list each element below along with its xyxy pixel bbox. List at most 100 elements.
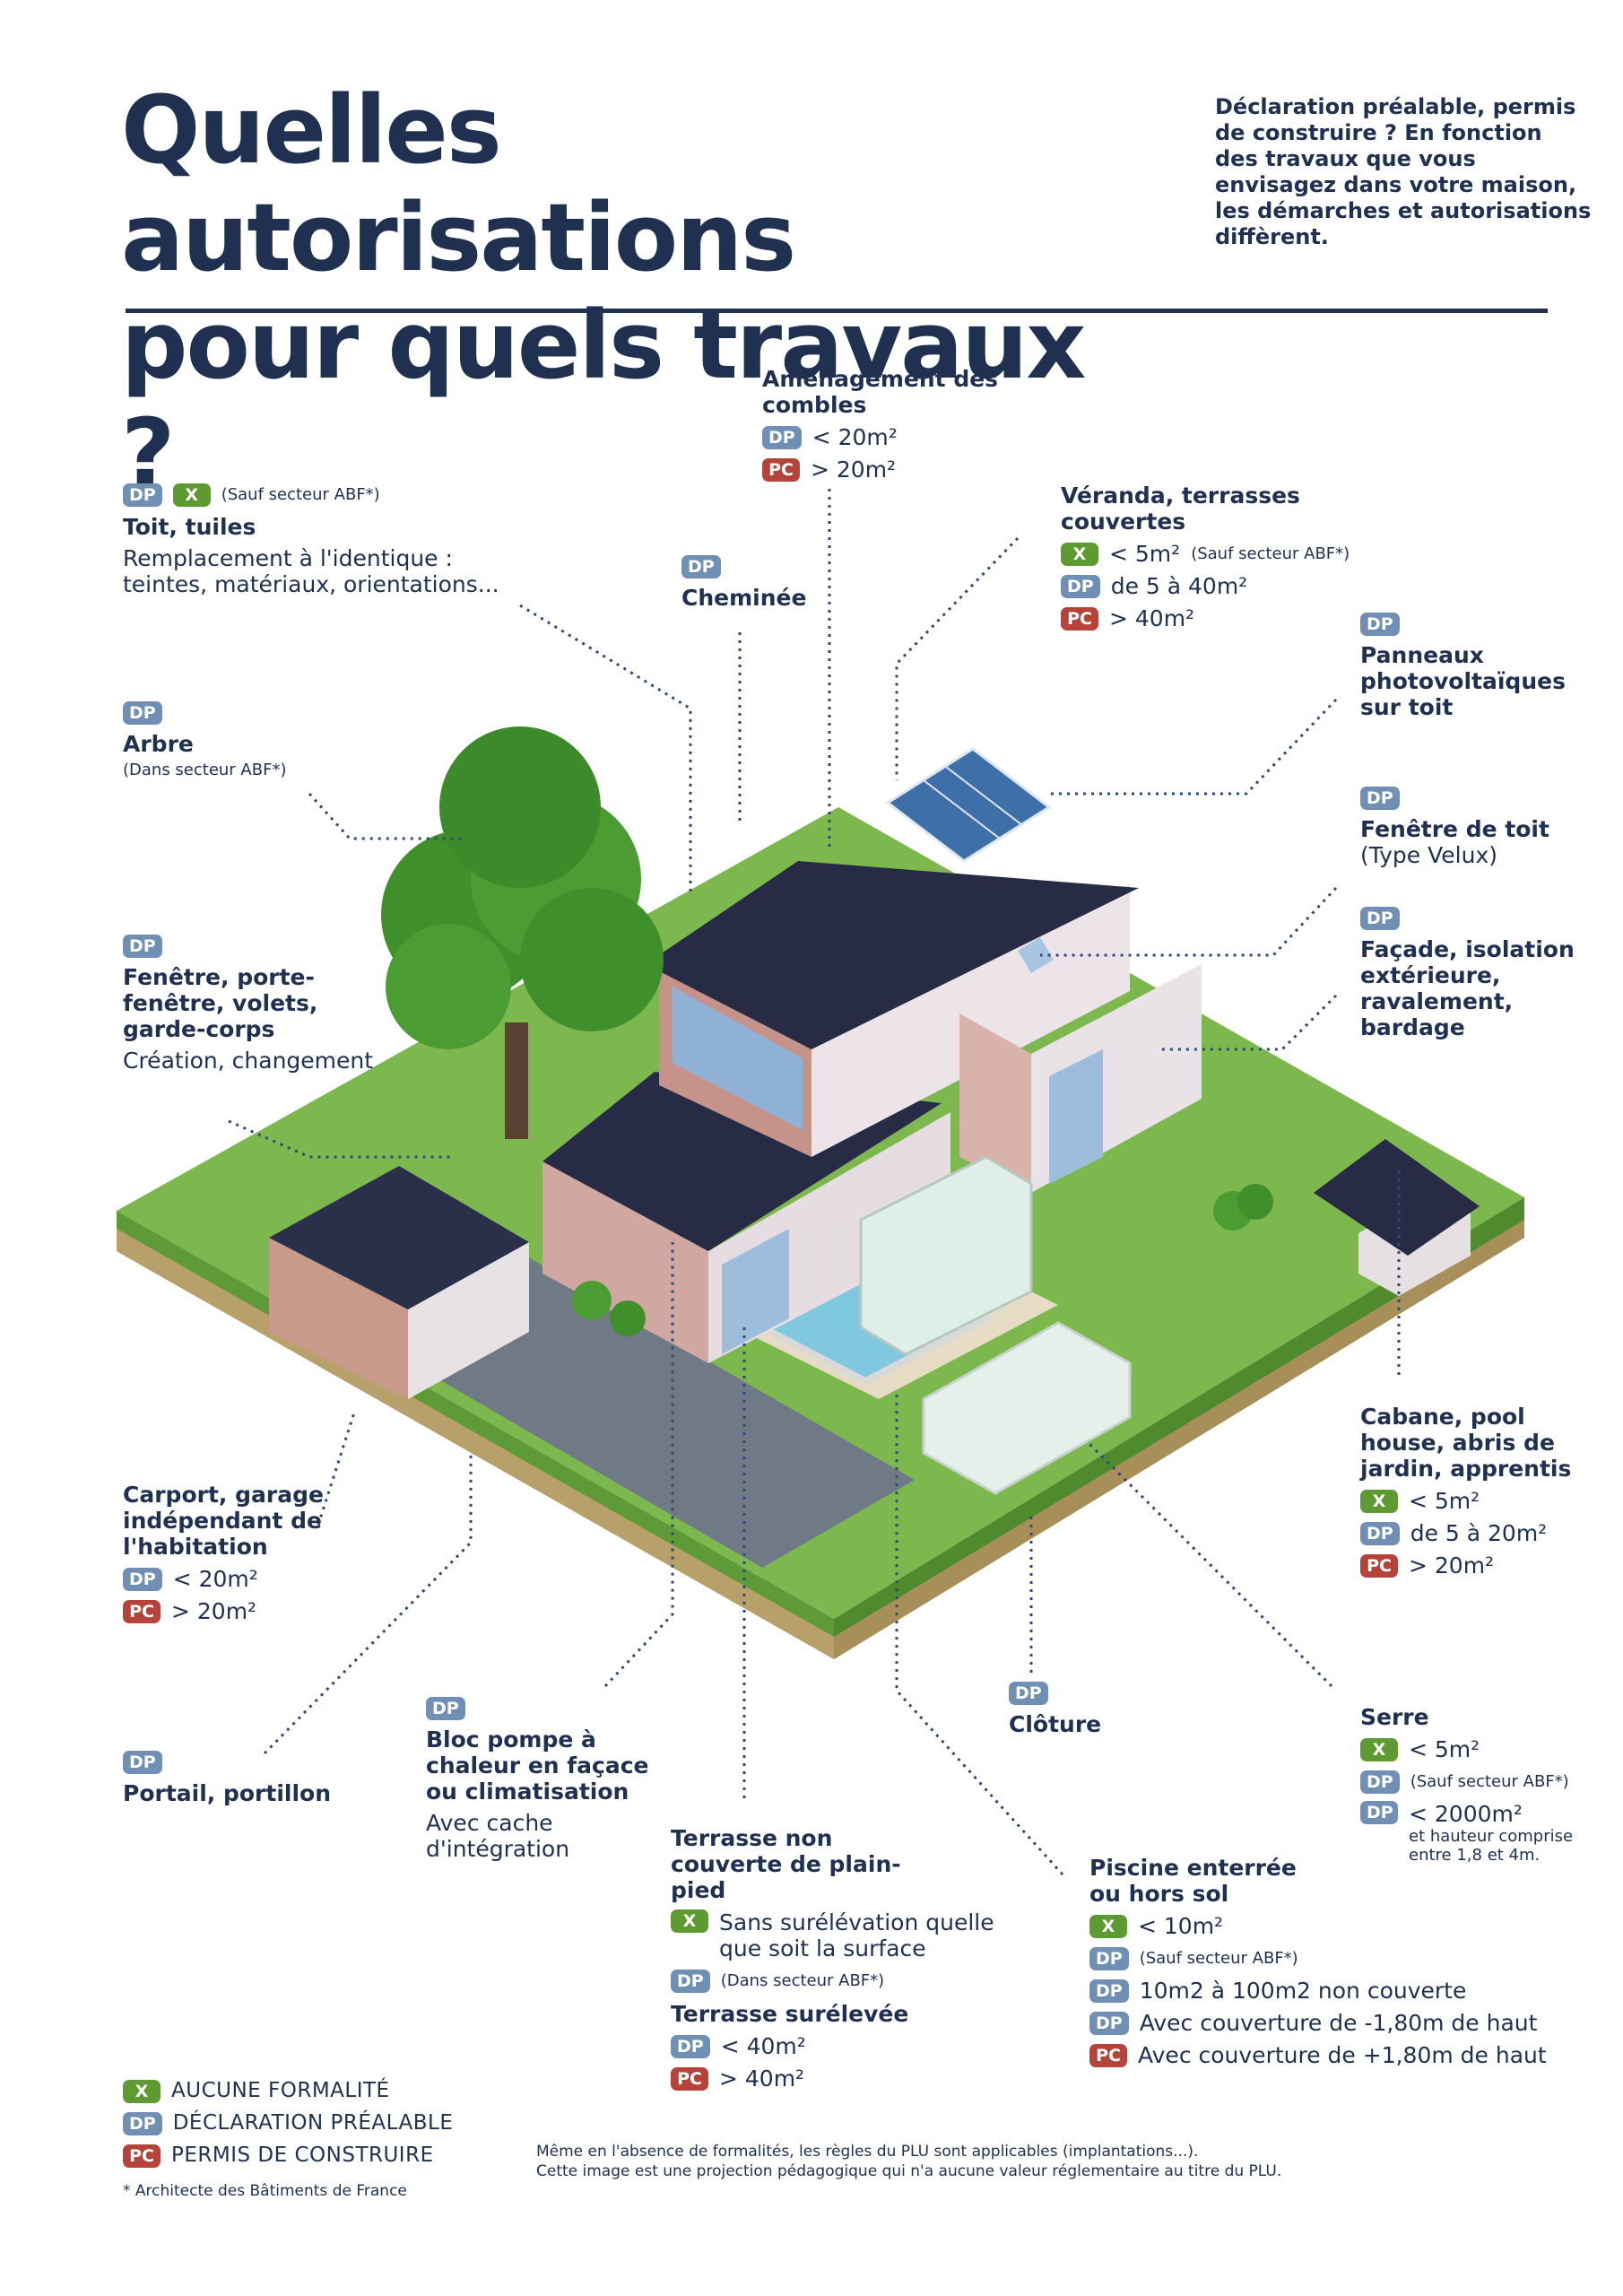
block-fenetre: DP Fenêtre, porte-fenêtre, volets, garde…	[123, 928, 383, 1074]
leader-lines	[228, 489, 1401, 1876]
combles-pc-rule: > 20m²	[811, 457, 897, 483]
dp-badge: DP	[1360, 907, 1400, 930]
pc-badge: PC	[1089, 2043, 1127, 2067]
dp-badge: DP	[671, 2034, 710, 2058]
dp-badge: DP	[681, 555, 721, 578]
block-combles: Aménagement des combles DP< 20m² PC> 20m…	[762, 366, 1031, 489]
arbre-title: Arbre	[123, 731, 194, 757]
block-arbre: DP Arbre (Dans secteur ABF*)	[123, 695, 356, 783]
piscine-title: Piscine enterrée ou hors sol	[1089, 1855, 1297, 1907]
combles-dp-rule: < 20m²	[812, 424, 898, 450]
terrasse-pc-rule: > 40m²	[719, 2066, 805, 2092]
x-badge: X	[1089, 1914, 1127, 1938]
carport-title: Carport, garage indépendant de l'habitat…	[123, 1482, 324, 1560]
veranda-title: Véranda, terrasses couvertes	[1061, 483, 1300, 535]
x-badge: X	[172, 483, 211, 507]
piscine-dp2-rule: 10m2 à 100m2 non couverte	[1139, 1978, 1467, 2004]
piscine-dp1-note: (Sauf secteur ABF*)	[1139, 1949, 1298, 1968]
portail-title: Portail, portillon	[123, 1780, 332, 1806]
x-badge: X	[1360, 1737, 1398, 1761]
pc-badge: PC	[123, 2144, 161, 2168]
pc-badge: PC	[1061, 606, 1098, 631]
piscine-x-rule: < 10m²	[1138, 1913, 1224, 1939]
piscine-pc-rule: Avec couverture de +1,80m de haut	[1138, 2042, 1547, 2068]
roof-window	[1018, 937, 1054, 973]
intro-text: Déclaration préalable, permis de constru…	[1215, 94, 1592, 249]
x-badge: X	[671, 1909, 708, 1933]
dp-badge: DP	[671, 1969, 710, 1993]
cabin-roof	[1314, 1139, 1480, 1256]
serre-x-rule: < 5m²	[1409, 1736, 1480, 1762]
dp-badge: DP	[123, 935, 162, 958]
legend-footnote: * Architecte des Bâtiments de France	[123, 2182, 407, 2200]
serre-dp2-rule: < 2000m²	[1409, 1801, 1523, 1827]
block-cheminee: DP Cheminée	[681, 549, 843, 611]
greenhouse	[922, 1321, 1132, 1495]
tower-wall-left	[959, 1013, 1031, 1193]
serre-title: Serre	[1360, 1704, 1429, 1730]
house-wall-left	[542, 1161, 708, 1363]
x-badge: X	[1061, 542, 1098, 566]
dp-badge: DP	[1089, 1946, 1129, 1970]
toit-desc: Remplacement à l'identique : teintes, ma…	[123, 545, 499, 597]
terrasse-dp-rule: < 40m²	[720, 2033, 806, 2059]
x-badge: X	[123, 2079, 161, 2103]
pc-badge: PC	[123, 1599, 161, 1623]
block-cabane: Cabane, pool house, abris de jardin, app…	[1360, 1404, 1593, 1585]
dp-badge: DP	[1360, 787, 1400, 810]
pompe-desc: Avec cache d'intégration	[426, 1810, 570, 1862]
upper-roof	[646, 861, 1139, 1049]
piscine-dp3-rule: Avec couverture de -1,80m de haut	[1139, 2010, 1538, 2036]
dp-badge: DP	[123, 2111, 162, 2135]
garage-roof	[269, 1166, 529, 1309]
window-lower	[722, 1229, 789, 1354]
block-fenetre-toit: DP Fenêtre de toit (Type Velux)	[1360, 780, 1593, 868]
dp-badge: DP	[1089, 2011, 1129, 2035]
dp-badge: DP	[123, 1751, 162, 1774]
fenetre-toit-desc: (Type Velux)	[1360, 842, 1498, 868]
window-upper	[673, 987, 803, 1130]
block-portail: DP Portail, portillon	[123, 1744, 356, 1806]
terrasse-dp-note: (Dans secteur ABF*)	[720, 1971, 885, 1990]
cloture-title: Clôture	[1009, 1711, 1102, 1737]
x-badge: X	[1360, 1489, 1398, 1513]
block-piscine: Piscine enterrée ou hors sol X < 10m² DP (…	[1089, 1855, 1574, 2074]
carport-pc-rule: > 20m²	[171, 1598, 257, 1624]
veranda-glass	[859, 1155, 1033, 1356]
combles-title: Aménagement des combles	[762, 366, 999, 418]
dp-badge: DP	[1360, 1801, 1398, 1824]
fenetre-toit-title: Fenêtre de toit	[1360, 816, 1549, 842]
legend-x: AUCUNE FORMALITÉ	[171, 2079, 390, 2102]
arbre-note: (Dans secteur ABF*)	[123, 761, 287, 779]
dp-badge: DP	[1061, 574, 1100, 598]
block-carport: Carport, garage indépendant de l'habitat…	[123, 1482, 392, 1631]
block-serre: Serre X< 5m² DP(Sauf secteur ABF*) DP < …	[1360, 1704, 1602, 1871]
terrasse-x-rule: Sans surélévation quelle que soit la sur…	[719, 1909, 994, 1961]
veranda-x-note: (Sauf secteur ABF*)	[1191, 544, 1350, 563]
cabane-pc-rule: > 20m²	[1409, 1552, 1495, 1578]
panneaux-title: Panneaux photovoltaïques sur toit	[1360, 642, 1566, 720]
disclaimer-line-2: Cette image est une projection pédagogiq…	[536, 2162, 1282, 2180]
pompe-title: Bloc pompe à chaleur en façace ou climat…	[426, 1726, 649, 1805]
serre-dp2-note: et hauteur comprise entre 1,8 et 4m.	[1409, 1827, 1574, 1865]
carport-dp-rule: < 20m²	[172, 1566, 258, 1592]
block-toit: DP X (Sauf secteur ABF*) Toit, tuiles Re…	[123, 475, 535, 597]
cheminee-title: Cheminée	[681, 585, 807, 611]
fenetre-title: Fenêtre, porte-fenêtre, volets, garde-co…	[123, 964, 318, 1042]
dp-badge: DP	[426, 1697, 465, 1720]
facade-title: Façade, isolation extérieure, ravalement…	[1360, 936, 1575, 1040]
dp-badge: DP	[1360, 1521, 1400, 1545]
solar-panel	[885, 747, 1052, 863]
garage-side	[408, 1242, 529, 1399]
dp-badge: DP	[123, 483, 162, 507]
dp-badge: DP	[123, 1567, 162, 1591]
veranda-pc-rule: > 40m²	[1109, 605, 1195, 631]
legend-dp: DÉCLARATION PRÉALABLE	[172, 2111, 454, 2135]
legend: X AUCUNE FORMALITÉ DP DÉCLARATION PRÉALABL…	[123, 2072, 499, 2201]
title-line-1: Quelles autorisations	[121, 75, 796, 292]
dp-badge: DP	[1360, 613, 1400, 636]
toit-title: Toit, tuiles	[123, 514, 256, 540]
block-pompe: DP Bloc pompe à chaleur en façace ou cli…	[426, 1691, 677, 1862]
fence-right	[834, 1220, 1524, 1659]
header-divider	[126, 309, 1548, 313]
